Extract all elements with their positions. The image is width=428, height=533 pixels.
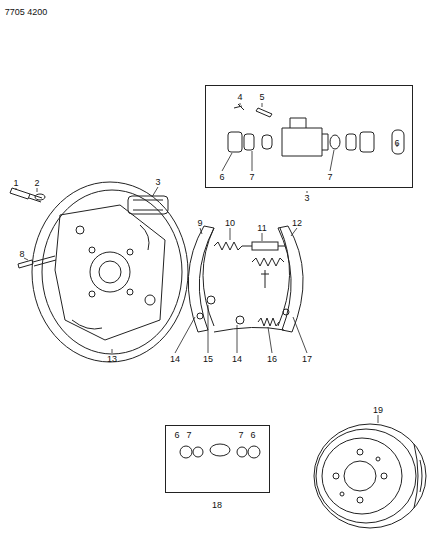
callout-number: 9: [197, 219, 202, 228]
callout-number: 6: [219, 173, 224, 182]
brake-drum: [314, 424, 426, 528]
group-number: 3: [304, 194, 309, 203]
callout-number: 6: [250, 431, 255, 440]
wheel-cylinder-exploded: [228, 104, 404, 156]
parts-group-box: 186776: [165, 425, 270, 509]
callout-number: 6: [174, 431, 179, 440]
group-number: 18: [212, 501, 222, 510]
callout-number: 13: [107, 355, 117, 364]
callout-number: 5: [259, 93, 264, 102]
callout-number: 14: [232, 355, 242, 364]
callout-number: 10: [225, 219, 235, 228]
callout-number: 1: [13, 179, 18, 188]
cup-kit: [180, 444, 260, 458]
callout-number: 7: [327, 173, 332, 182]
brake-shoes: [188, 226, 303, 332]
callout-number: 17: [302, 355, 312, 364]
callout-number: 8: [19, 250, 24, 259]
callout-number: 15: [203, 355, 213, 364]
figure-code: 7705 4200: [5, 8, 48, 17]
callout-number: 2: [34, 179, 39, 188]
callout-number: 7: [249, 173, 254, 182]
callout-number: 16: [267, 355, 277, 364]
callout-number: 7: [238, 431, 243, 440]
callout-number: 4: [237, 93, 242, 102]
callout-number: 3: [155, 178, 160, 187]
callout-number: 14: [170, 355, 180, 364]
callout-number: 12: [292, 219, 302, 228]
group-frame: [205, 85, 413, 188]
callout-number: 6: [394, 139, 399, 148]
parts-group-box: 3 4 5 6 7 7 6: [205, 85, 413, 204]
leader-lines: [16, 103, 397, 423]
callout-number: 7: [186, 431, 191, 440]
callout-number: 19: [373, 406, 383, 415]
callout-number: 11: [257, 224, 266, 233]
backing-plate: [32, 182, 188, 362]
bolts: [10, 188, 56, 268]
springs-adjuster: [207, 242, 286, 332]
